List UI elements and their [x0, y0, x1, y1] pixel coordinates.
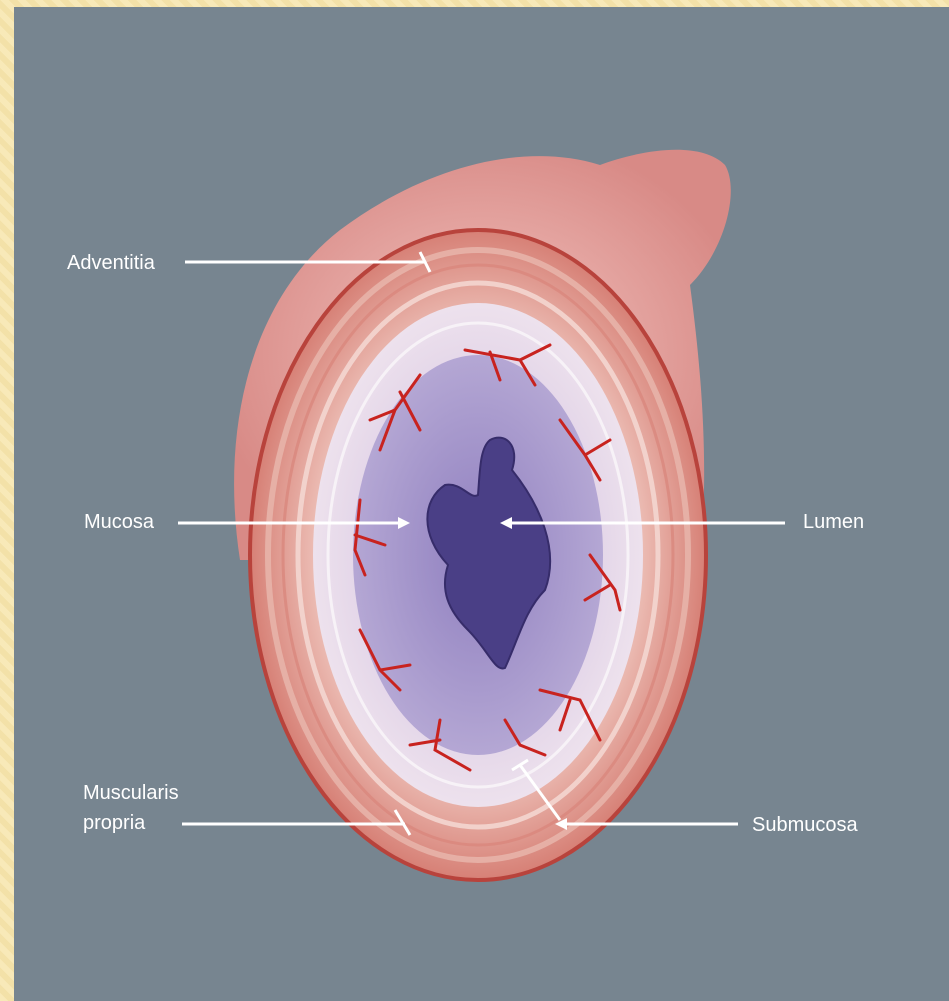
label-lumen: Lumen: [803, 507, 864, 537]
label-mucosa: Mucosa: [84, 507, 154, 537]
label-submucosa: Submucosa: [752, 810, 858, 840]
label-adventitia: Adventitia: [67, 248, 155, 278]
label-muscularis-propria: Muscularis propria: [83, 778, 223, 838]
